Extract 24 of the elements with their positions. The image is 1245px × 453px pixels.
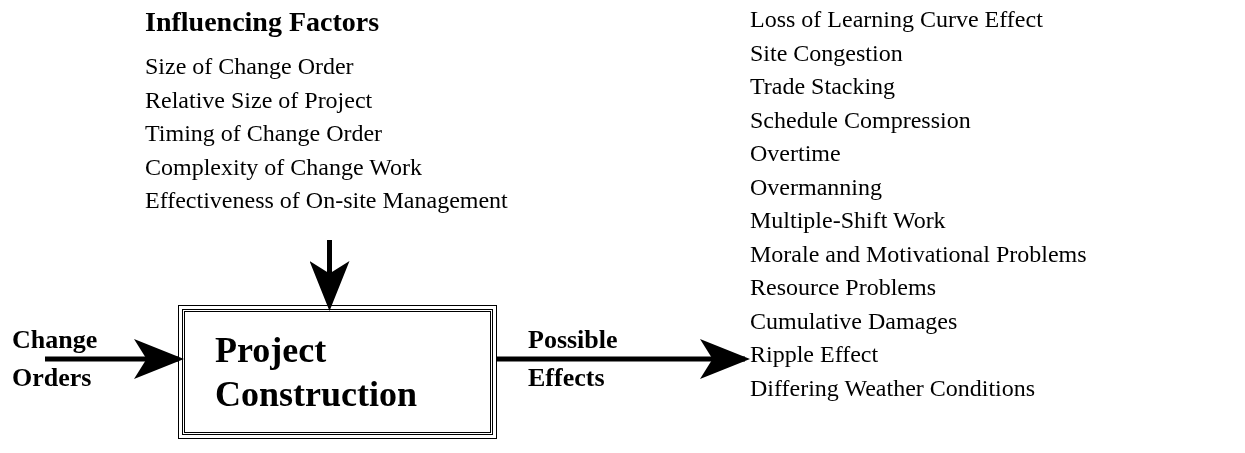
list-item: Timing of Change Order <box>145 119 384 148</box>
list-item: Size of Change Order <box>145 52 355 81</box>
list-item: Complexity of Change Work <box>145 152 423 182</box>
list-item: Relative Size of Project <box>145 85 374 115</box>
list-item: Loss of Learning Curve Effect <box>750 5 1044 34</box>
list-item: Differing Weather Conditions <box>750 373 1037 403</box>
list-item: Multiple-Shift Work <box>750 206 947 235</box>
list-item: Effectiveness of On-site Management <box>145 186 509 215</box>
edge-label: Change Orders <box>12 324 98 394</box>
list-item: Schedule Compression <box>750 105 972 135</box>
list-item: Ripple Effect <box>750 340 880 369</box>
list-heading: Influencing Factors <box>145 6 381 38</box>
list-item: Overtime <box>750 139 842 168</box>
list-item: Morale and Motivational Problems <box>750 239 1088 269</box>
box-title: Project Construction <box>215 329 418 416</box>
list-item: Resource Problems <box>750 273 937 302</box>
list-item: Cumulative Damages <box>750 306 959 336</box>
list-item: Trade Stacking <box>750 72 897 101</box>
list-item: Overmanning <box>750 172 883 202</box>
edge-label: Possible Effects <box>528 324 618 394</box>
arrow <box>309 240 350 311</box>
arrow <box>45 339 184 379</box>
list-item: Site Congestion <box>750 38 904 68</box>
arrow <box>496 339 750 379</box>
